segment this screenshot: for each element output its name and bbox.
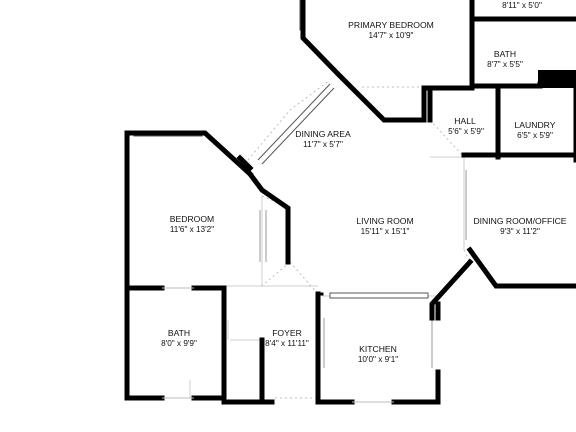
room-hall-dims: 5'6" x 5'9" — [448, 127, 484, 136]
window-bedroom-bay — [259, 210, 267, 262]
room-dining-area-name: DINING AREA — [295, 129, 351, 139]
room-kitchen-dims: 10'0" x 9'1" — [358, 355, 398, 364]
room-laundry-name: LAUNDRY — [515, 120, 556, 130]
room-primary-bedroom-dims: 14'7" x 10'9" — [369, 31, 414, 40]
room-laundry-dims: 6'5" x 5'9" — [517, 131, 553, 140]
room-bath-upper: BATH 8'7" x 5'5" — [487, 49, 523, 69]
room-dining-area-dims: 11'7" x 5'7" — [303, 140, 343, 149]
room-closet-top-dims: 8'11" x 5'0" — [502, 1, 542, 10]
walls — [124, 0, 576, 405]
room-bedroom: BEDROOM 11'6" x 13'2" — [170, 214, 214, 234]
room-laundry: LAUNDRY 6'5" x 5'9" — [515, 120, 556, 140]
room-kitchen: KITCHEN 10'0" x 9'1" — [358, 344, 398, 364]
room-dining-office: DINING ROOM/OFFICE 9'3" x 11'2" — [473, 216, 566, 236]
interior-partitions — [224, 20, 576, 341]
room-hall-name: HALL — [454, 116, 476, 126]
room-bedroom-dims: 11'6" x 13'2" — [170, 225, 214, 234]
room-kitchen-name: KITCHEN — [359, 344, 397, 354]
doors — [162, 287, 394, 403]
room-foyer-dims: 8'4" x 11'11" — [265, 339, 309, 348]
room-foyer: FOYER 8'4" x 11'11" — [265, 328, 309, 348]
room-dining-office-dims: 9'3" x 11'2" — [500, 227, 540, 236]
windows — [133, 0, 467, 368]
room-primary-bedroom-name: PRIMARY BEDROOM — [348, 20, 434, 30]
room-bath-lower-name: BATH — [168, 328, 190, 338]
room-closet-top: 8'11" x 5'0" — [502, 1, 542, 10]
window-dining-area — [257, 83, 335, 165]
room-living-room-dims: 15'11" x 15'1" — [361, 227, 410, 236]
room-bath-lower-dims: 8'0" x 9'9" — [161, 339, 197, 348]
room-bath-upper-dims: 8'7" x 5'5" — [487, 60, 523, 69]
room-bath-upper-name: BATH — [494, 49, 516, 59]
room-hall: HALL 5'6" x 5'9" — [448, 116, 484, 136]
room-bath-lower: BATH 8'0" x 9'9" — [161, 328, 197, 348]
room-living-room: LIVING ROOM 15'11" x 15'1" — [356, 216, 413, 236]
window-kitchen — [323, 292, 433, 368]
room-dining-office-name: DINING ROOM/OFFICE — [473, 216, 566, 226]
room-foyer-name: FOYER — [272, 328, 302, 338]
room-dining-area: DINING AREA 11'7" x 5'7" — [295, 129, 351, 149]
openings — [130, 79, 471, 399]
room-primary-bedroom: PRIMARY BEDROOM 14'7" x 10'9" — [348, 20, 434, 40]
room-bedroom-name: BEDROOM — [170, 214, 214, 224]
room-living-room-name: LIVING ROOM — [356, 216, 413, 226]
